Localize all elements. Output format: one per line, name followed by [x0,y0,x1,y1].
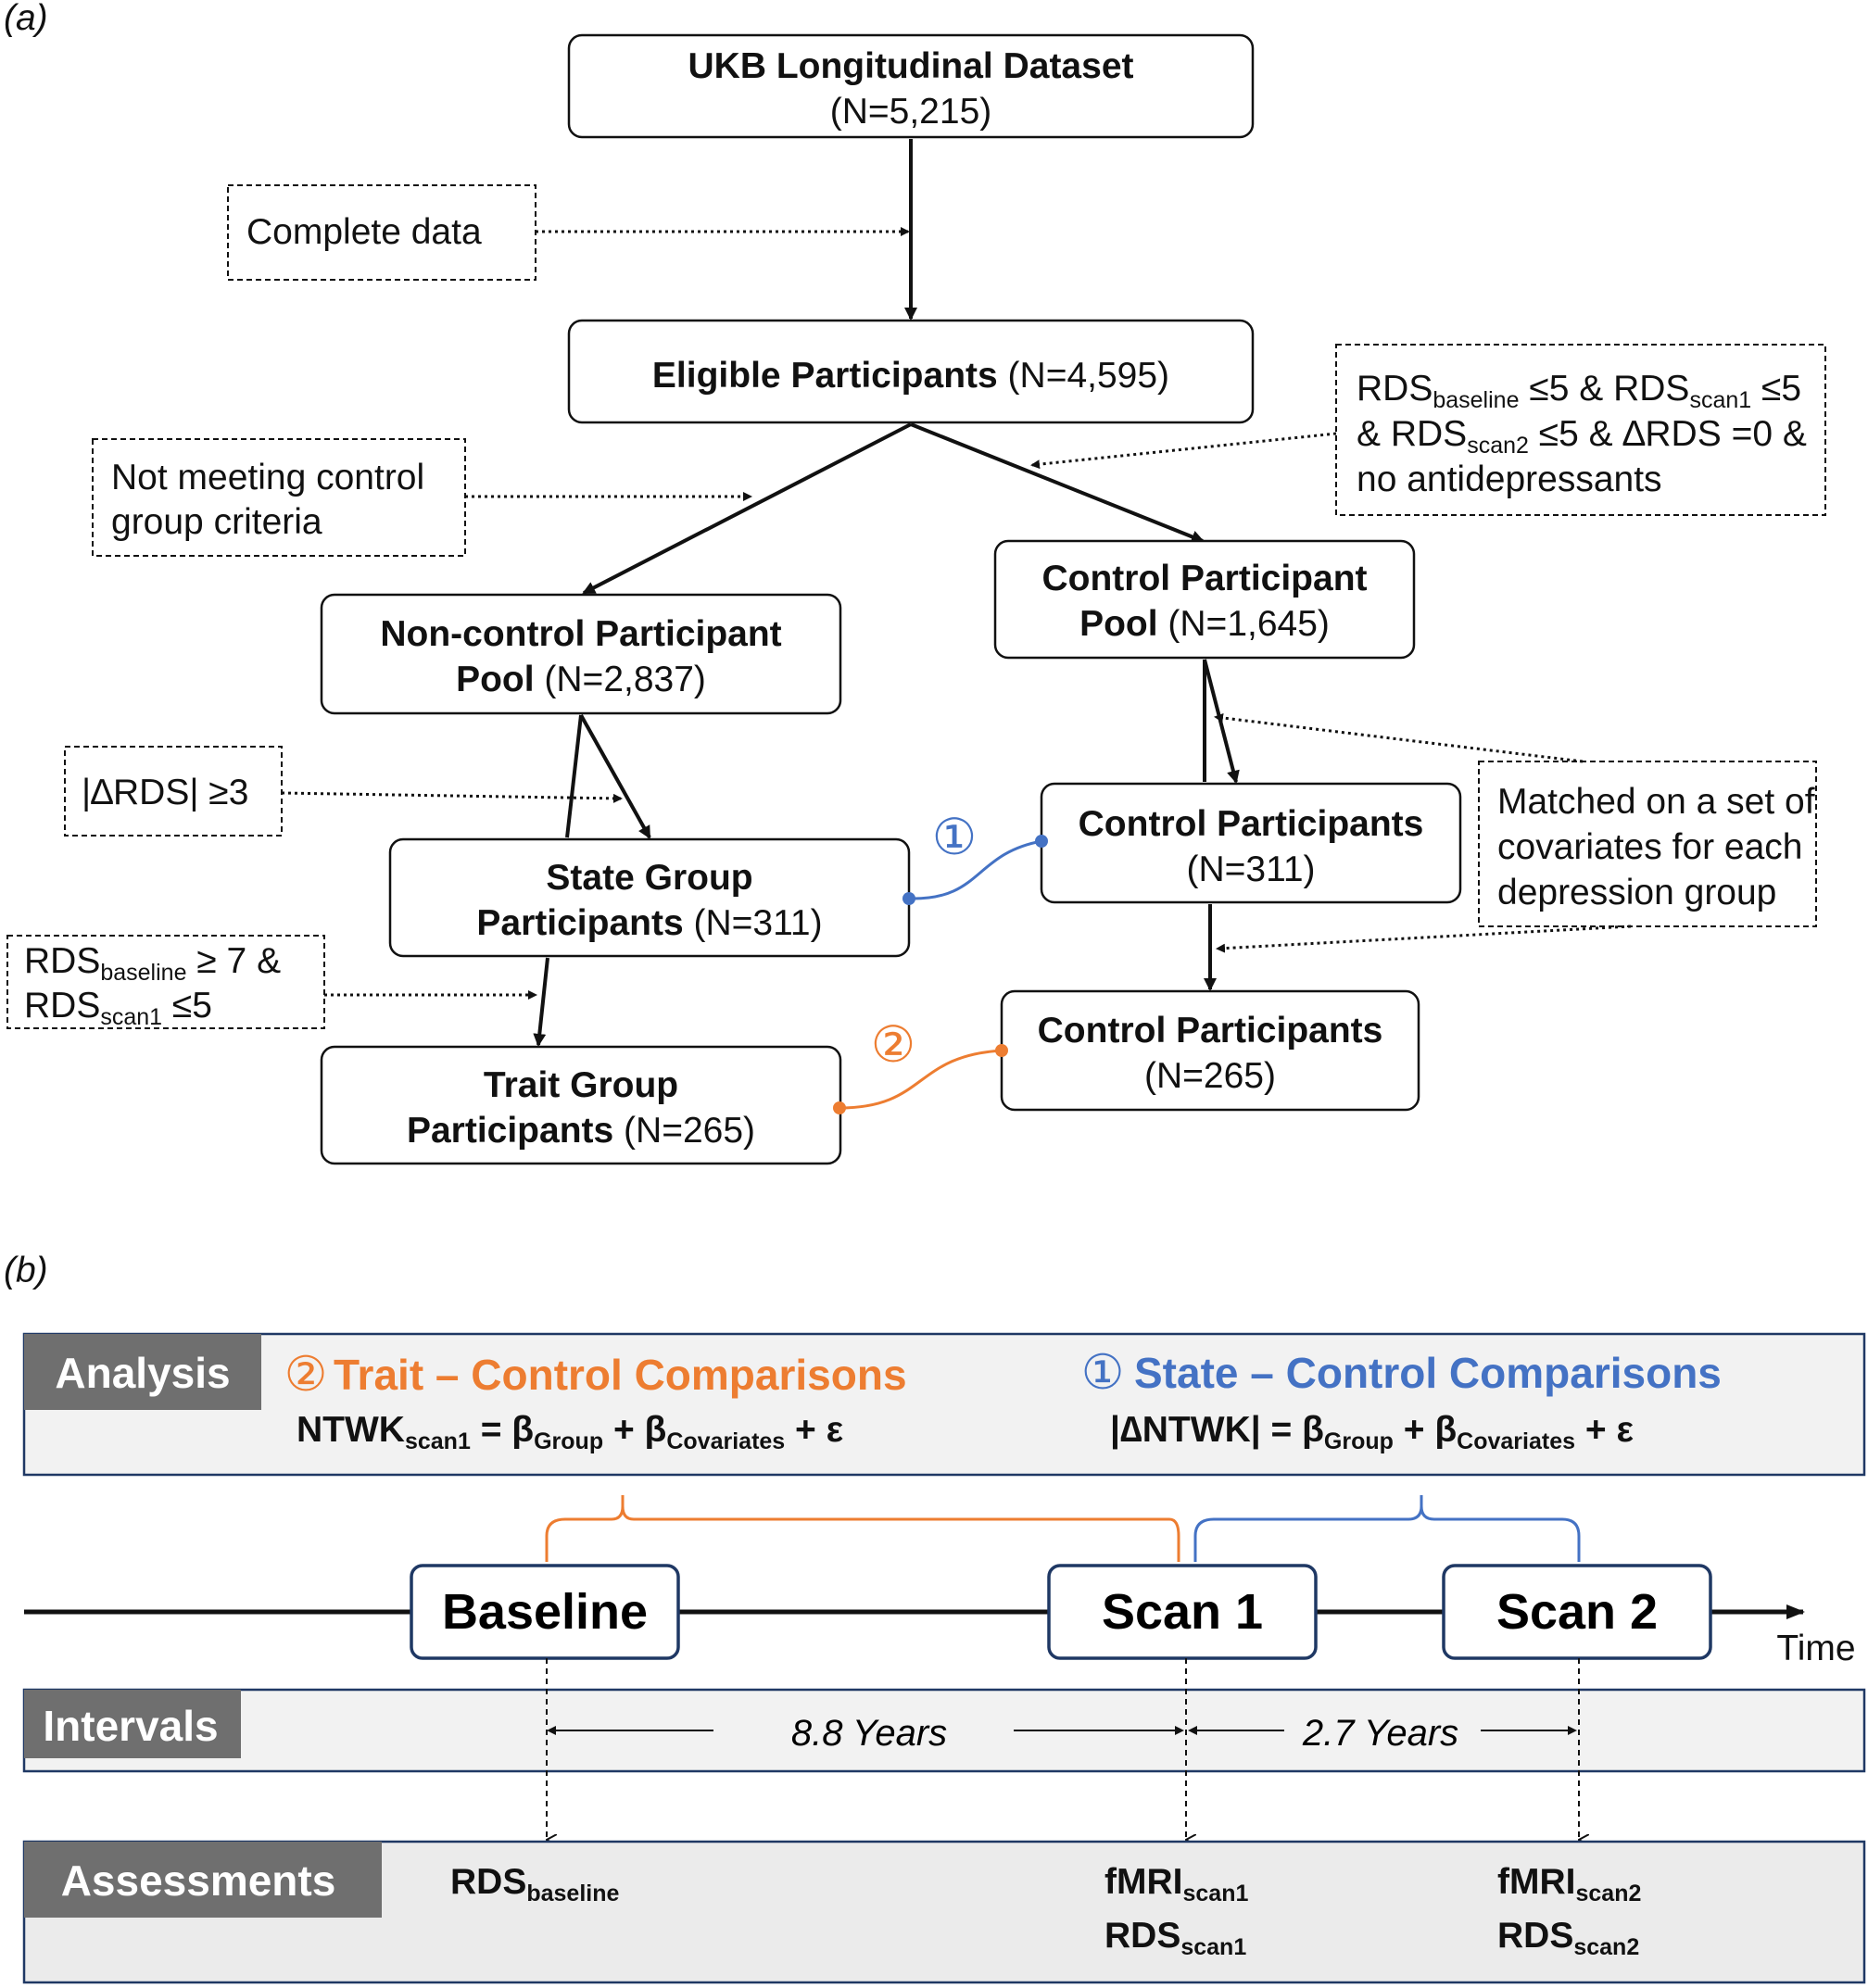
eligible-participants-box [567,319,1255,424]
delta-rds-box [64,746,283,837]
trait-criteria-box [6,935,325,1029]
control-criteria-line1: RDSbaseline ≤5 & RDSscan1 ≤5 [1357,369,1801,413]
delta-rds-label: |∆RDS| ≥3 [82,773,248,812]
matched-line2: covariates for each [1497,827,1803,867]
assessments-tab [24,1842,382,1918]
interval1-label: 8.8 Years [791,1713,947,1754]
baseline-box [410,1564,680,1660]
state-link-dot-left [902,892,915,905]
assessment-fmri-scan2: fMRIscan2 [1497,1862,1641,1906]
assessment-fmri-scan1: fMRIscan1 [1104,1862,1248,1906]
state-equation: |∆NTWK| = βGroup + βCovariates + ε [1110,1410,1634,1454]
arrow-matched-to-311 [1216,925,1632,953]
scan2-label: Scan 2 [1496,1584,1658,1640]
state-heading: State – Control Comparisons [1134,1349,1722,1397]
trait-equation: NTWKscan1 = βGroup + βCovariates + ε [297,1410,843,1454]
control-criteria-box [1335,344,1826,516]
assessment-rds-scan1: RDSscan1 [1104,1916,1246,1960]
ukb-dataset-box [567,33,1255,139]
trait-group-line1: Trait Group [484,1065,678,1105]
state-marker-1: ① [932,810,977,865]
control-criteria-line3: no antidepressants [1357,459,1662,499]
state-brace [1193,1495,1581,1562]
noncontrol-pool-line1: Non-control Participant [380,614,781,654]
arrow-noncontrol-to-state [579,714,651,839]
assessment-rds-scan2: RDSscan2 [1497,1916,1639,1960]
ukb-dataset-title: UKB Longitudinal Dataset [688,46,1133,86]
matched-covariates-box [1478,761,1817,927]
intervals-tab [24,1690,241,1758]
state-group-line2: Participants (N=311) [476,903,822,943]
interval2-label: 2.7 Years [1302,1713,1458,1754]
control-265-count: (N=265) [1144,1056,1276,1096]
trait-criteria-line1: RDSbaseline ≥ 7 & [24,941,281,986]
analysis-tab [24,1334,261,1410]
arrow-control-criteria [1030,432,1337,470]
analysis-tab-label: Analysis [55,1349,230,1397]
not-meeting-line2: group criteria [111,502,322,542]
state-heading-marker: ① [1081,1346,1125,1400]
state-control-link [908,839,1042,900]
arrow-eligible-to-noncontrol [582,422,912,595]
assessment-rds-baseline: RDSbaseline [450,1862,619,1906]
arrow-state-to-trait [533,957,549,1047]
noncontrol-pool-box [320,593,842,715]
arrow-delta-rds [281,791,623,803]
control-criteria-line2: & RDSscan2 ≤5 & ∆RDS =0 & [1357,414,1807,459]
control-pool-line2: Pool (N=1,645) [1079,604,1330,644]
control-311-title: Control Participants [1079,804,1424,844]
trait-heading-marker: ② [284,1348,328,1402]
line-noncontrol-to-trait [565,714,583,838]
state-link-dot-right [1035,835,1048,848]
intervals-tab-label: Intervals [43,1702,218,1750]
ukb-dataset-count: (N=5,215) [830,92,992,132]
panel-b-label: (b) [4,1251,48,1290]
scan2-box [1442,1564,1712,1660]
state-group-line1: State Group [546,858,752,898]
trait-criteria-line2: RDSscan1 ≤5 [24,986,212,1030]
not-meeting-line1: Not meeting control [111,458,424,497]
matched-line3: depression group [1497,873,1776,912]
eligible-participants-text: Eligible Participants (N=4,595) [652,356,1169,396]
arrow-control-pool-to-311 [1203,659,1240,784]
trait-brace [545,1495,1180,1562]
trait-heading: Trait – Control Comparisons [334,1351,907,1399]
trait-link-dot-left [833,1101,846,1114]
scan1-label: Scan 1 [1102,1584,1263,1640]
panel-a-label: (a) [4,0,48,38]
not-meeting-criteria-box [92,438,466,557]
trait-control-link [839,1049,1003,1110]
baseline-label: Baseline [442,1584,648,1640]
arrow-matched-to-pool [1214,712,1584,763]
scan1-box [1047,1564,1318,1660]
complete-data-box [227,184,536,281]
control-311-count: (N=311) [1186,849,1315,889]
control-pool-line1: Control Participant [1041,559,1367,598]
trait-marker-2: ② [871,1017,915,1073]
trait-group-line2: Participants (N=265) [407,1111,755,1151]
matched-line1: Matched on a set of [1497,782,1815,822]
trait-link-dot-right [995,1044,1008,1057]
complete-data-label: Complete data [246,212,482,252]
control-pool-box [993,539,1416,660]
assessments-tab-label: Assessments [61,1856,336,1905]
noncontrol-pool-line2: Pool (N=2,837) [456,660,706,699]
analysis-band [22,1332,1866,1477]
arrow-eligible-to-control [910,422,1205,544]
control-265-title: Control Participants [1038,1011,1383,1051]
timeline-axis-label: Time [1776,1629,1855,1668]
